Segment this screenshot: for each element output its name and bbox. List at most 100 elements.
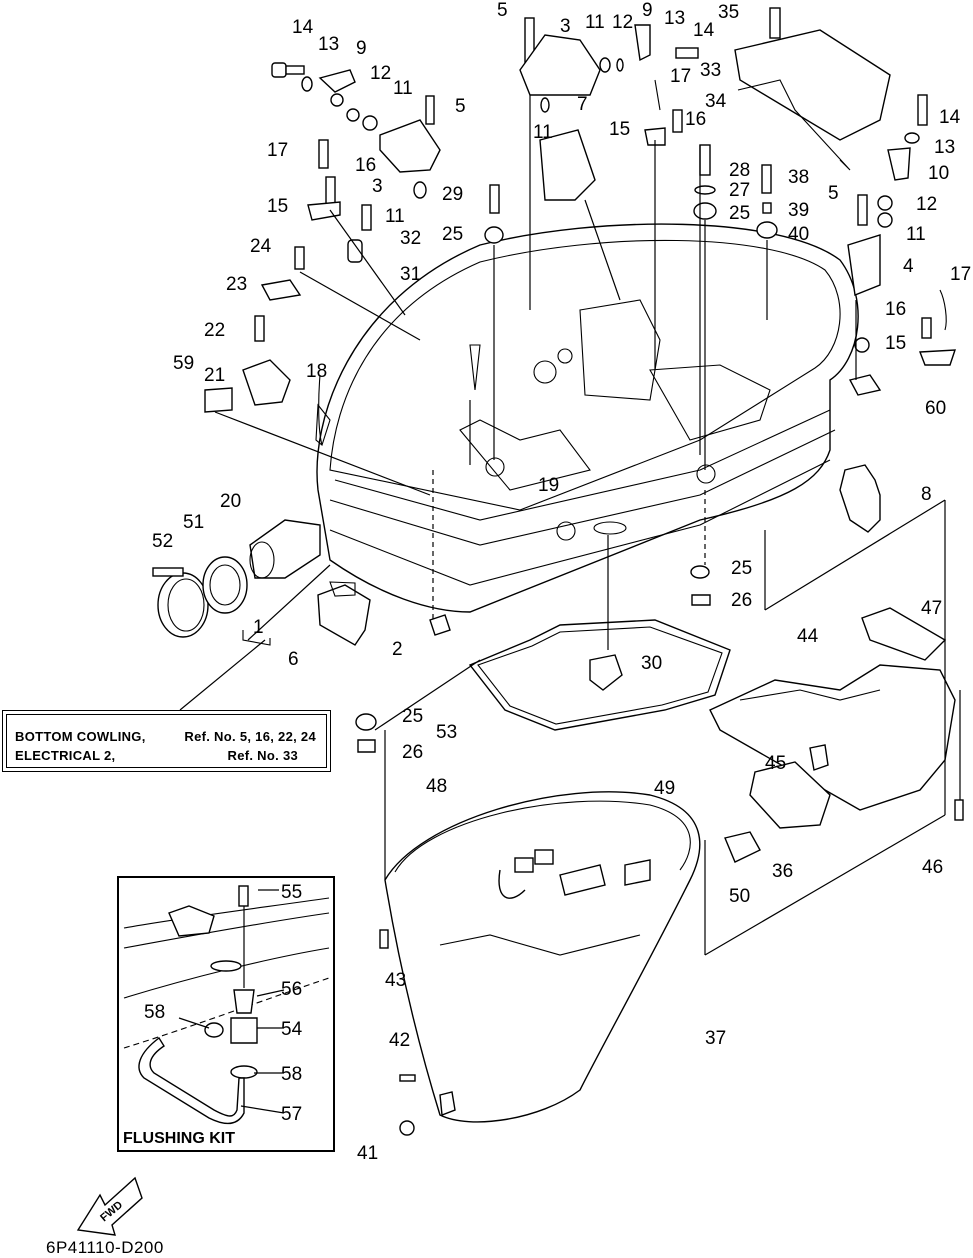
callout: 16 xyxy=(355,155,376,176)
callout: 2 xyxy=(392,639,403,660)
callout: 13 xyxy=(664,8,685,29)
callout: 18 xyxy=(306,361,327,382)
callout: 12 xyxy=(370,63,391,84)
flushing-kit-inset: 55 56 58 54 58 57 FLUSHING KIT xyxy=(117,876,335,1152)
callout: 16 xyxy=(685,109,706,130)
callout: 4 xyxy=(903,256,914,277)
callout: 13 xyxy=(934,137,955,158)
callout: 35 xyxy=(718,2,739,23)
callout: 13 xyxy=(318,34,339,55)
callout: 14 xyxy=(939,107,961,128)
callout: 56 xyxy=(281,979,302,1000)
callout: 1 xyxy=(253,617,264,638)
callout-labels: 1 2 3 3 4 5 5 5 6 7 8 9 9 10 11 11 11 11… xyxy=(152,0,971,1164)
callout: 48 xyxy=(426,776,447,797)
callout: 47 xyxy=(921,598,942,619)
callout: 10 xyxy=(928,163,949,184)
callout: 23 xyxy=(226,274,247,295)
upper-center-parts xyxy=(484,17,699,460)
callout: 29 xyxy=(442,184,463,205)
reference-row: BOTTOM COWLING, Ref. No. 5, 16, 22, 24 xyxy=(15,729,318,747)
callout: 14 xyxy=(693,20,715,41)
callout: 59 xyxy=(173,353,194,374)
callout: 32 xyxy=(400,228,421,249)
leader-lines xyxy=(179,400,961,956)
callout: 43 xyxy=(385,970,406,991)
callout: 38 xyxy=(788,167,809,188)
hose-joint-parts xyxy=(152,519,371,646)
callout: 24 xyxy=(250,236,272,257)
callout: 58 xyxy=(144,1002,165,1023)
callout: 26 xyxy=(402,742,423,763)
callout: 50 xyxy=(729,886,750,907)
callout: 41 xyxy=(357,1143,378,1164)
callout: 25 xyxy=(731,558,752,579)
callout: 52 xyxy=(152,531,173,552)
callout: 11 xyxy=(393,78,413,99)
callout: 54 xyxy=(281,1019,303,1040)
callout: 37 xyxy=(705,1028,726,1049)
callout: 55 xyxy=(281,882,302,903)
callout: 60 xyxy=(925,398,946,419)
callout: 6 xyxy=(288,649,299,670)
callout: 11 xyxy=(533,122,553,143)
callout: 17 xyxy=(950,264,971,285)
reference-name: BOTTOM COWLING, xyxy=(15,729,146,744)
callout: 17 xyxy=(267,140,288,161)
callout: 5 xyxy=(828,183,839,204)
callout: 27 xyxy=(729,180,750,201)
callout: 20 xyxy=(220,491,241,512)
callout: 51 xyxy=(183,512,204,533)
callout: 39 xyxy=(788,200,809,221)
callout: 21 xyxy=(204,365,225,386)
reference-row: ELECTRICAL 2, Ref. No. 33 xyxy=(15,748,318,766)
lower-case-part-37 xyxy=(379,791,701,1136)
bolt-icon xyxy=(271,62,305,78)
flushing-kit-title: FLUSHING KIT xyxy=(123,1130,235,1147)
reference-name: ELECTRICAL 2, xyxy=(15,748,116,763)
callout: 5 xyxy=(497,0,508,21)
seal-part-53 xyxy=(355,565,731,753)
upper-right-parts xyxy=(693,7,956,470)
callout: 11 xyxy=(385,206,405,227)
callout: 14 xyxy=(292,17,314,38)
reference-note-box: BOTTOM COWLING, Ref. No. 5, 16, 22, 24 E… xyxy=(2,710,331,772)
reference-numbers: Ref. No. 5, 16, 22, 24 xyxy=(184,729,316,744)
callout: 17 xyxy=(670,66,691,87)
callout: 11 xyxy=(585,12,605,33)
callout: 3 xyxy=(560,16,571,37)
callout: 45 xyxy=(765,753,786,774)
callout: 36 xyxy=(772,861,793,882)
callout: 25 xyxy=(442,224,463,245)
bottom-cowling-part-1 xyxy=(315,223,859,613)
callout: 9 xyxy=(356,38,367,59)
callout: 57 xyxy=(281,1104,302,1125)
callout: 40 xyxy=(788,224,809,245)
callout: 15 xyxy=(885,333,906,354)
callout: 46 xyxy=(922,857,943,878)
fwd-direction-arrow: FWD xyxy=(76,1176,143,1236)
callout: 25 xyxy=(729,203,750,224)
callout: 5 xyxy=(455,96,466,117)
callout: 44 xyxy=(797,626,819,647)
flushing-kit-drawing: 55 56 58 54 58 57 xyxy=(123,882,330,1125)
callout: 8 xyxy=(921,484,932,505)
callout: 25 xyxy=(402,706,423,727)
callout: 11 xyxy=(906,224,926,245)
callout: 16 xyxy=(885,299,906,320)
lower-right-parts xyxy=(709,607,964,863)
callout: 9 xyxy=(642,0,653,21)
upper-left-parts xyxy=(204,62,441,496)
callout: 12 xyxy=(612,12,633,33)
callout: 22 xyxy=(204,320,225,341)
callout: 15 xyxy=(267,196,288,217)
callout: 58 xyxy=(281,1064,302,1085)
callout: 7 xyxy=(577,94,588,115)
callout: 28 xyxy=(729,160,750,181)
callout: 15 xyxy=(609,119,630,140)
callout: 19 xyxy=(538,475,559,496)
drawing-number: 6P41110-D200 xyxy=(46,1238,164,1257)
callout: 42 xyxy=(389,1030,410,1051)
reference-numbers: Ref. No. 33 xyxy=(227,748,298,763)
